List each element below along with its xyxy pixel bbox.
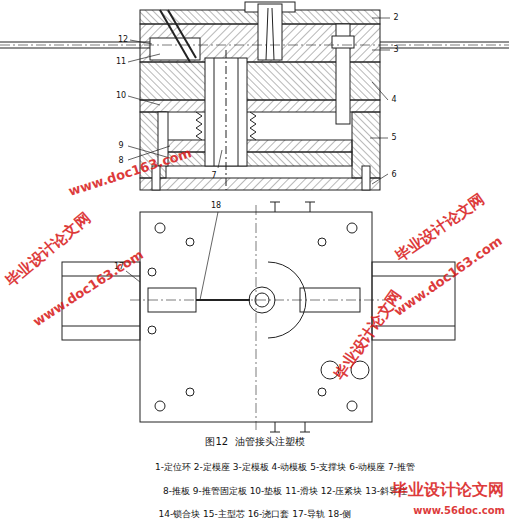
callout-number: 8	[118, 157, 123, 165]
figure-caption: 图12 油管接头注塑模	[205, 437, 304, 447]
watermark: www.56doc.com	[413, 506, 505, 516]
callout-number: 6	[391, 171, 396, 179]
callout-number: 7	[211, 172, 216, 180]
watermark: 毕业设计论文网	[392, 482, 504, 498]
section-view	[0, 2, 509, 190]
callout-number: 2	[393, 14, 398, 22]
plan-view	[62, 202, 455, 432]
callout-number: 9	[118, 142, 123, 150]
callout-number: 4	[391, 96, 396, 104]
parts-list: 1-定位环 2-定模座 3-定模板 4-动模板 5-支撑块 6-动模座 7-推管	[155, 463, 415, 472]
parts-list: 8-推板 9-推管固定板 10-垫板 11-滑块 12-压紧块 13-斜导柱	[163, 487, 407, 496]
callout-number: 10	[116, 92, 126, 100]
callout-number: 12	[118, 36, 128, 44]
callout-number: 11	[116, 58, 126, 66]
callout-number: 18	[211, 202, 221, 210]
callout-number: 5	[391, 134, 396, 142]
watermark: 毕业设计论文网	[332, 288, 405, 383]
parts-list: 14-锁合块 15-主型芯 16-浇口套 17-导轨 18-侧	[159, 510, 352, 519]
watermark: 毕业设计论文网	[3, 211, 93, 290]
callout-number: 3	[393, 46, 398, 54]
